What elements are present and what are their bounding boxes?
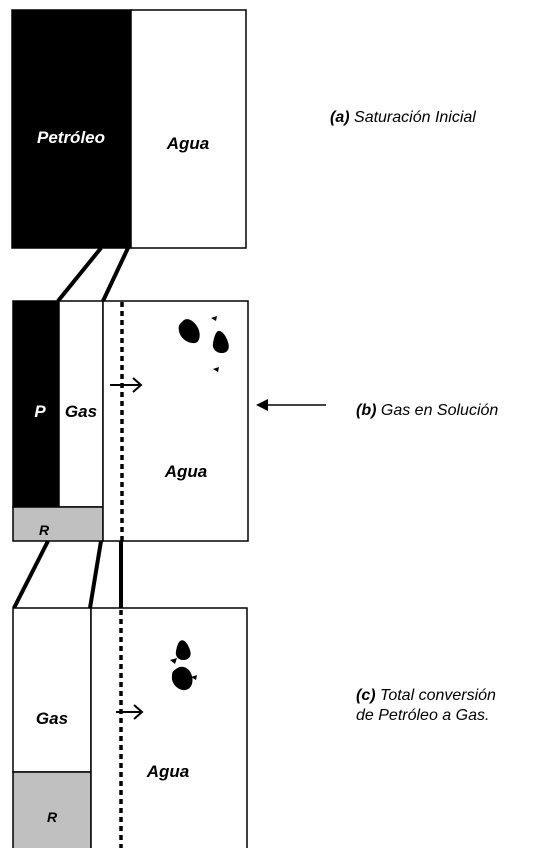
panel-c-flow-arrow bbox=[116, 704, 144, 720]
gas-bubble bbox=[170, 658, 177, 664]
panel-c-gas-bubbles bbox=[170, 640, 197, 691]
gas-bubble bbox=[213, 367, 219, 372]
panel-c-residual-label: R bbox=[47, 809, 58, 825]
gas-bubble bbox=[211, 316, 217, 321]
panel-c-caption-line1-wrap: (c) Total conversión bbox=[356, 686, 496, 706]
gas-bubble bbox=[178, 319, 200, 344]
panel-b-caption-text: Gas en Solución bbox=[380, 402, 499, 419]
panel-a-oil-label: Petróleo bbox=[37, 128, 105, 147]
panel-b-caption: (b) Gas en Solución bbox=[356, 401, 498, 421]
panel-c-caption-line1: Total conversión bbox=[380, 687, 496, 704]
panel-b-pointer-arrow bbox=[256, 399, 326, 411]
panel-a-caption-tag: (a) bbox=[330, 109, 350, 126]
gas-bubble bbox=[171, 666, 193, 691]
panel-a-caption-text: Saturación Inicial bbox=[354, 109, 476, 126]
connector-b-c-right bbox=[88, 540, 103, 609]
panel-b-oil-label: P bbox=[34, 402, 46, 421]
panel-c: Gas R Agua bbox=[12, 607, 248, 848]
panel-b-water-zone bbox=[102, 300, 249, 542]
panel-c-caption-line2: de Petróleo a Gas. bbox=[356, 707, 490, 724]
panel-a-water-label: Agua bbox=[166, 134, 210, 153]
panel-c-caption: (c) Total conversión de Petróleo a Gas. bbox=[356, 686, 496, 726]
panel-a-water-zone bbox=[130, 9, 247, 249]
panel-c-residual-zone bbox=[12, 771, 92, 848]
gas-bubble bbox=[191, 675, 197, 680]
panel-c-gas-label: Gas bbox=[36, 709, 68, 728]
panel-b-caption-tag: (b) bbox=[356, 402, 377, 419]
gas-bubble bbox=[175, 640, 191, 660]
panel-b-residual-zone bbox=[12, 506, 104, 542]
panel-b-water-label: Agua bbox=[164, 462, 208, 481]
panel-c-water-label: Agua bbox=[146, 762, 190, 781]
panel-b-flow-arrow bbox=[110, 377, 143, 393]
panel-c-gas-zone bbox=[12, 607, 92, 773]
panel-a-oil-zone bbox=[11, 9, 132, 249]
connector-a-b bbox=[56, 246, 130, 303]
panel-c-caption-tag: (c) bbox=[356, 687, 376, 704]
panel-a: Petróleo Agua bbox=[11, 9, 247, 249]
connector-a-b-left bbox=[56, 246, 103, 303]
panel-c-water-zone bbox=[90, 607, 248, 848]
connector-b-c-left bbox=[12, 540, 50, 609]
panel-b: P Gas R Agua bbox=[12, 300, 326, 542]
connector-a-b-right bbox=[101, 247, 130, 302]
gas-bubble bbox=[212, 330, 229, 353]
connector-b-c bbox=[12, 540, 123, 609]
panel-a-caption: (a) Saturación Inicial bbox=[330, 108, 476, 128]
panel-b-residual-label: R bbox=[39, 522, 50, 538]
panel-b-gas-bubbles bbox=[178, 316, 229, 372]
panel-b-gas-label: Gas bbox=[65, 402, 97, 421]
